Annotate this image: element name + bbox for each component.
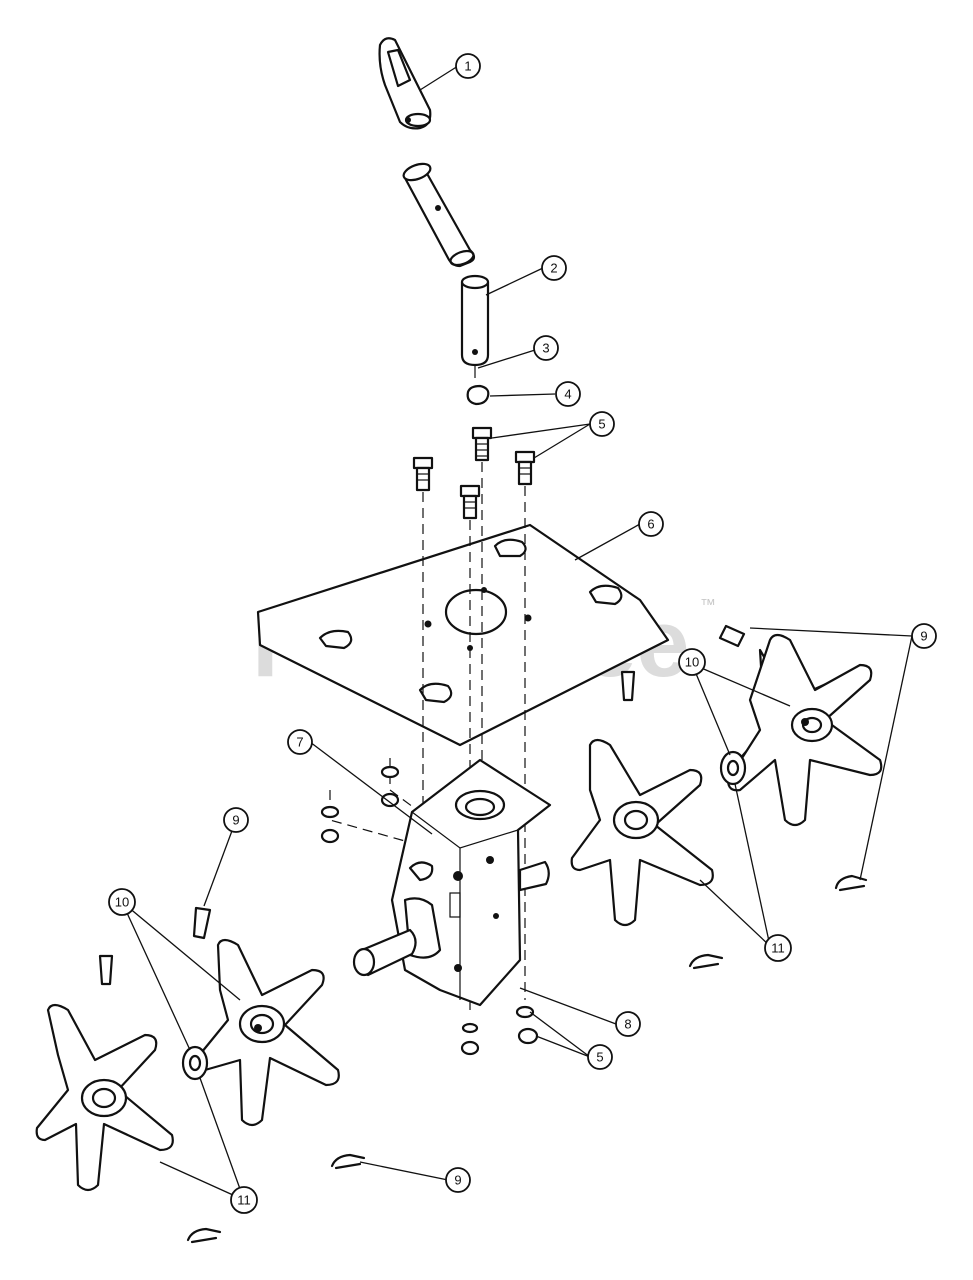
part-pin <box>718 624 746 648</box>
callout-label: 1 <box>464 59 471 74</box>
callout-11-left: 11 <box>230 1186 258 1214</box>
part-tine <box>195 938 340 1127</box>
callout-label: 8 <box>624 1017 631 1032</box>
callout-label: 6 <box>647 517 654 532</box>
callout-label: 10 <box>115 895 129 910</box>
part-washer <box>181 1045 209 1081</box>
part-pin <box>620 670 636 702</box>
callout-3: 3 <box>533 335 559 361</box>
callout-9-bottom: 9 <box>445 1167 471 1193</box>
part-tine <box>726 633 883 827</box>
callout-label: 10 <box>685 655 699 670</box>
part-tine <box>570 738 714 927</box>
part-bolt <box>412 456 434 492</box>
callout-label: 5 <box>596 1050 603 1065</box>
callout-5-bottom: 5 <box>587 1044 613 1070</box>
leader-lines <box>121 65 913 1201</box>
watermark-trademark: ™ <box>700 597 716 614</box>
part-shift-handle <box>378 37 432 130</box>
callout-10-left: 10 <box>108 888 136 916</box>
part-washer <box>719 750 747 786</box>
part-shift-tube <box>402 162 476 268</box>
part-shaft <box>460 274 490 378</box>
callout-6: 6 <box>638 511 664 537</box>
part-hairpin-clip <box>186 1227 222 1244</box>
part-hairpin-clip <box>834 874 868 892</box>
callout-label: 2 <box>550 261 557 276</box>
callout-11-right: 11 <box>764 934 792 962</box>
callout-5-top: 5 <box>589 411 615 437</box>
callout-label: 3 <box>542 341 549 356</box>
callout-label: 5 <box>598 417 605 432</box>
callout-8: 8 <box>615 1011 641 1037</box>
part-clip <box>466 384 490 406</box>
callout-label: 11 <box>771 941 785 956</box>
part-hairpin-clip <box>330 1153 366 1170</box>
callout-9-left: 9 <box>223 807 249 833</box>
callout-label: 9 <box>920 629 927 644</box>
callout-label: 9 <box>454 1173 461 1188</box>
callout-4: 4 <box>555 381 581 407</box>
callout-label: 7 <box>296 735 303 750</box>
part-bolt <box>514 450 536 486</box>
part-bolt <box>471 426 493 462</box>
part-tine <box>35 1003 174 1192</box>
part-hairpin-clip <box>688 953 724 970</box>
part-mounting-plate <box>256 523 670 747</box>
callout-label: 4 <box>564 387 571 402</box>
part-pin <box>192 906 212 940</box>
callout-10-right: 10 <box>678 648 706 676</box>
callout-label: 11 <box>237 1193 251 1208</box>
part-bolt <box>459 484 481 520</box>
callout-2: 2 <box>541 255 567 281</box>
part-gearbox <box>352 758 552 1007</box>
callout-label: 9 <box>232 813 239 828</box>
part-pin <box>98 954 114 986</box>
callout-7: 7 <box>287 729 313 755</box>
part-nuts <box>320 765 539 1056</box>
callout-9-right: 9 <box>911 623 937 649</box>
callout-1: 1 <box>455 53 481 79</box>
